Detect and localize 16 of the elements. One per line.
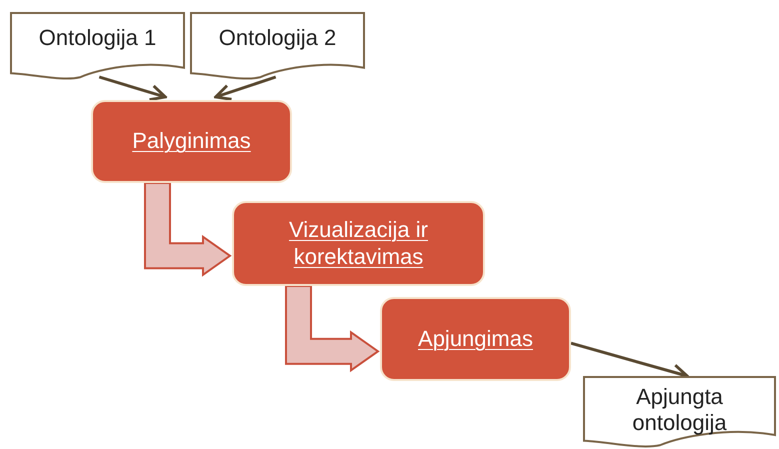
arrow: [98, 76, 167, 102]
block-arrow: [285, 285, 380, 372]
node-text: Ontologija 2: [218, 24, 336, 52]
process-box: [91, 100, 292, 183]
process-box: [232, 201, 485, 286]
node-text: Palyginimas: [132, 128, 251, 155]
document-shape: [583, 376, 776, 448]
arrow: [214, 76, 276, 101]
node-text: Apjungimas: [418, 326, 533, 352]
node-text: Ontologija 1: [38, 24, 156, 52]
document-shape: [10, 12, 185, 80]
node-text: Apjungta ontologija: [631, 384, 728, 436]
process-box: [380, 297, 571, 381]
document-shape: [190, 12, 365, 80]
node-text: Vizualizacija ir korektavimas: [288, 217, 429, 270]
block-arrow: [144, 182, 232, 277]
